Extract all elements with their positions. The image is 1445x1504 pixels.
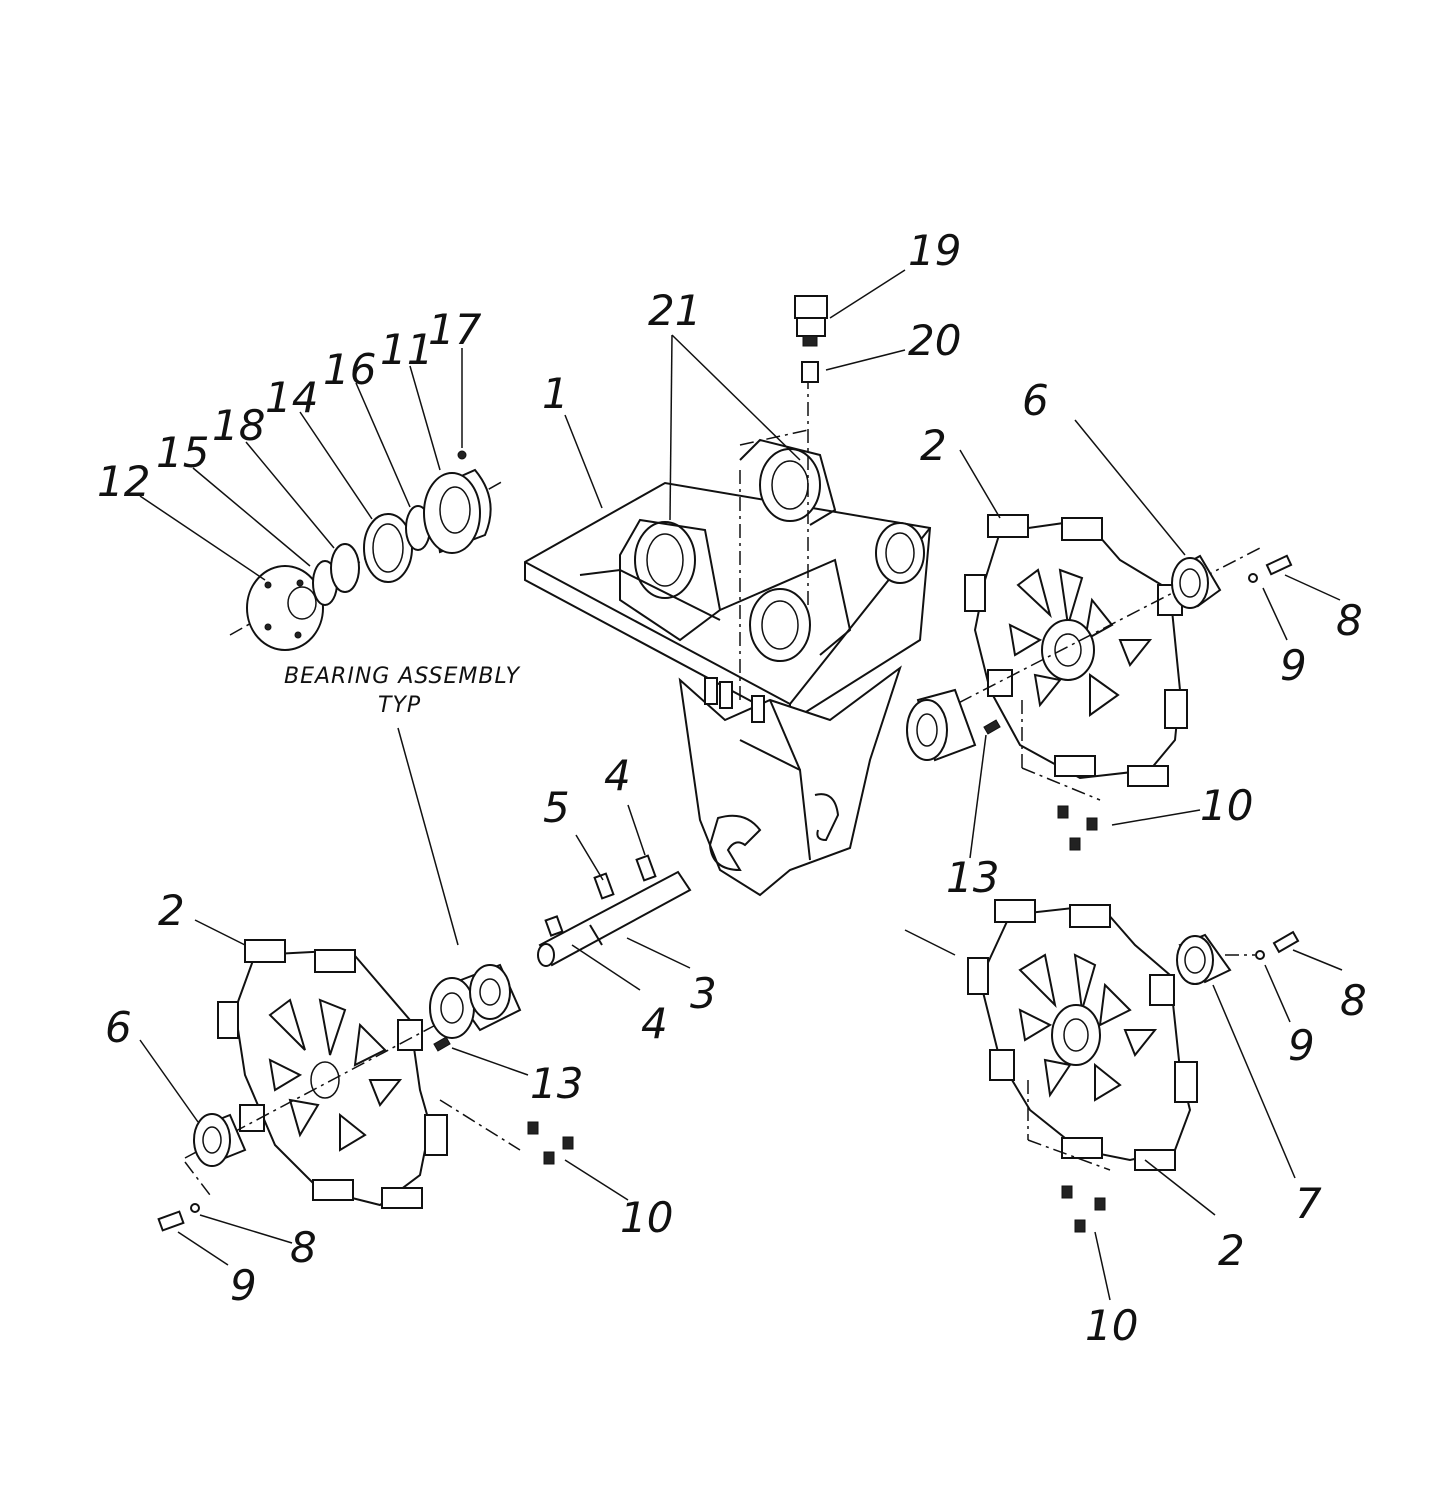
part-14-bearing: [363, 513, 413, 583]
part-3-shaft: 3 4 5 4: [537, 751, 717, 1048]
callout-3: 3: [690, 969, 717, 1018]
callout-5: 5: [543, 783, 570, 832]
callout-1: 1: [542, 369, 569, 418]
part-18-seal: [330, 543, 360, 593]
wheel-right-upper: 2: [920, 421, 1261, 801]
callout-11: 11: [380, 325, 433, 374]
part-11-housing: [423, 468, 492, 554]
callout-21-group: 21: [648, 286, 801, 521]
hardware-left: 8 9: [157, 1161, 317, 1310]
part-6-hub-right: 6: [1022, 376, 1222, 609]
callout-21: 21: [648, 286, 701, 335]
callout-10-right-bottom: 10: [1085, 1301, 1138, 1350]
part-17-grease-fitting: [457, 450, 467, 460]
callout-12: 12: [97, 457, 150, 506]
part-20-fitting: 20: [801, 316, 961, 383]
callout-10-right-top: 10: [1200, 781, 1253, 830]
callout-19: 19: [908, 226, 961, 275]
callout-4-bottom: 4: [641, 999, 668, 1048]
callout-8-right-top: 8: [1336, 596, 1363, 645]
part-7-hub-right-lower: 7: [1176, 933, 1322, 1228]
bearing-assembly-note: BEARING ASSEMBLY: [284, 664, 521, 689]
part-6-hub-left: 6: [105, 1003, 247, 1167]
callout-14: 14: [265, 373, 318, 422]
callout-13-right: 13: [946, 853, 999, 902]
callout-6-left: 6: [105, 1003, 132, 1052]
callout-20: 20: [908, 316, 961, 365]
hardware-10-right-bottom: 10: [1061, 1185, 1138, 1350]
callout-17: 17: [428, 305, 482, 354]
callout-10-left: 10: [620, 1193, 673, 1242]
callout-15: 15: [156, 428, 209, 477]
callout-6-right: 6: [1022, 376, 1049, 425]
hardware-10-right-top: 10: [1057, 781, 1253, 851]
part-1-frame: 1: [524, 369, 932, 897]
callout-16: 16: [323, 345, 376, 394]
part-13-bearing-left: 13: [429, 963, 583, 1108]
bearing-assembly-note-typ: TYP: [378, 693, 421, 718]
callout-18: 18: [212, 401, 265, 450]
callout-4-top: 4: [604, 751, 631, 800]
callout-9-right-bottom: 9: [1288, 1021, 1315, 1070]
callout-2-right-top: 2: [920, 421, 947, 470]
hardware-right-top: 8 9: [1248, 554, 1363, 690]
wheel-left: 2: [158, 886, 521, 1209]
bearing-assembly-exploded: 12 15 18 14 16 11 17 BEARING ASSEMBLY TY…: [97, 305, 521, 946]
callout-9-left: 9: [230, 1261, 257, 1310]
hardware-right-bottom: 8 9: [1225, 930, 1367, 1070]
callout-8-left: 8: [290, 1223, 317, 1272]
callout-13-left: 13: [530, 1059, 583, 1108]
part-13-bearing-right: 13: [906, 688, 1001, 902]
wheel-right-lower: 2: [904, 899, 1245, 1275]
hardware-10-left: 10: [527, 1121, 673, 1242]
callout-8-right-bottom: 8: [1340, 976, 1367, 1025]
callout-9-right-top: 9: [1280, 641, 1307, 690]
callout-2-left: 2: [158, 886, 185, 935]
part-19-fitting: 19: [794, 226, 961, 347]
part-12-flange: [246, 565, 324, 651]
callout-7: 7: [1295, 1179, 1322, 1228]
callout-2-right-bottom: 2: [1218, 1226, 1245, 1275]
